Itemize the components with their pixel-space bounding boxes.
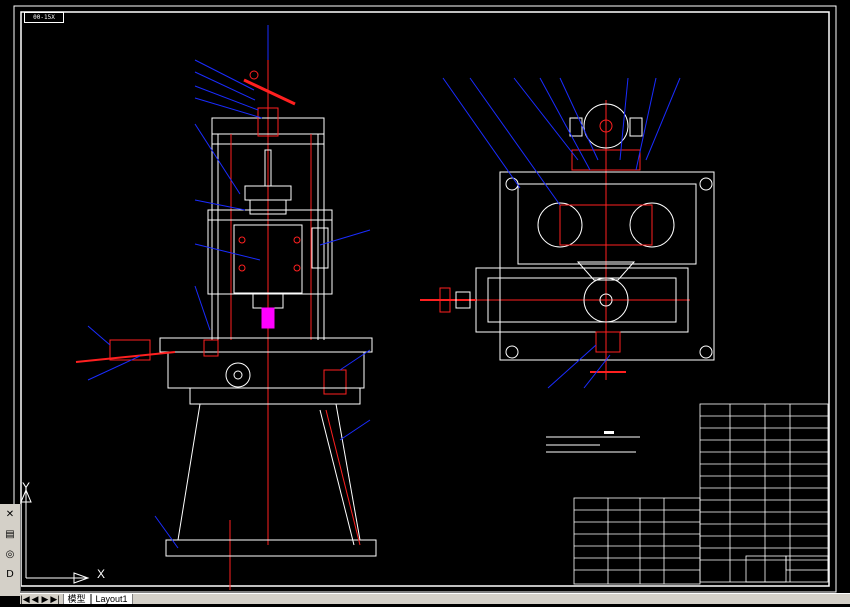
y-axis-label: Y — [22, 480, 31, 494]
last-tab-icon[interactable]: ▶| — [50, 594, 60, 604]
drawing-label: 00-15X — [24, 12, 64, 23]
parts-list-table — [699, 403, 829, 583]
properties-icon[interactable]: ▤ — [1, 526, 19, 544]
x-axis-label: X — [97, 567, 106, 581]
next-tab-icon[interactable]: ▶ — [41, 594, 49, 604]
pane-icon[interactable]: D — [1, 566, 19, 584]
title-block — [573, 497, 829, 585]
snap-icon[interactable]: ◎ — [1, 546, 19, 564]
prev-tab-icon[interactable]: ◀ — [31, 594, 39, 604]
side-toolbar: ✕ ▤ ◎ D — [0, 504, 21, 596]
first-tab-icon[interactable]: |◀ — [20, 594, 30, 604]
tab-layout1[interactable]: Layout1 — [90, 594, 133, 604]
notes-block — [546, 431, 640, 453]
tab-model[interactable]: 模型 — [62, 594, 91, 604]
close-icon[interactable]: ✕ — [1, 506, 19, 524]
ucs-icon — [20, 488, 90, 584]
front-view — [75, 25, 377, 590]
top-view — [420, 77, 715, 389]
